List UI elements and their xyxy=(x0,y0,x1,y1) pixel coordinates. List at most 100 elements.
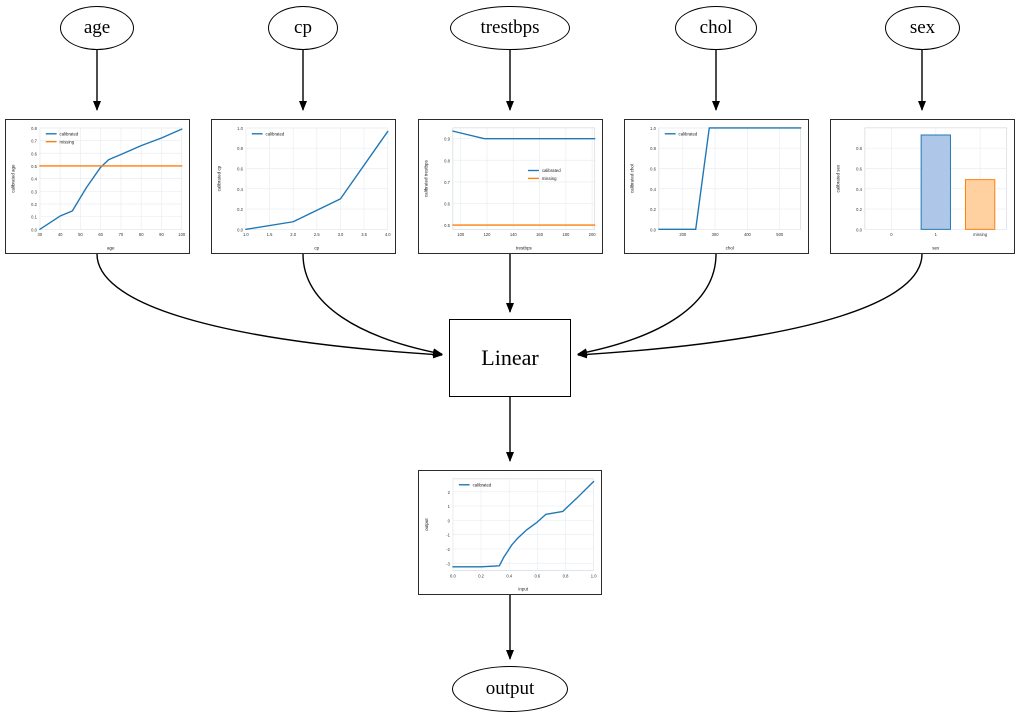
svg-text:0.1: 0.1 xyxy=(31,215,37,220)
svg-text:100: 100 xyxy=(178,232,186,237)
svg-text:calibrated age: calibrated age xyxy=(11,164,16,193)
svg-text:0.2: 0.2 xyxy=(650,207,656,212)
svg-text:0.2: 0.2 xyxy=(237,207,243,212)
svg-text:40: 40 xyxy=(58,232,63,237)
svg-text:1.0: 1.0 xyxy=(650,126,656,131)
svg-text:200: 200 xyxy=(679,232,687,237)
svg-text:0.2: 0.2 xyxy=(478,573,484,578)
svg-text:70: 70 xyxy=(119,232,124,237)
edge-age-chart-to-linear xyxy=(96,253,443,359)
svg-text:3.5: 3.5 xyxy=(361,232,367,237)
svg-text:0.5: 0.5 xyxy=(444,223,450,228)
svg-text:0.0: 0.0 xyxy=(31,227,37,232)
svg-text:0.6: 0.6 xyxy=(444,202,450,207)
svg-text:0.2: 0.2 xyxy=(31,202,37,207)
svg-text:calibrated chol: calibrated chol xyxy=(630,164,635,193)
svg-text:200: 200 xyxy=(589,232,597,237)
svg-text:120: 120 xyxy=(484,232,492,237)
svg-text:0.6: 0.6 xyxy=(237,167,243,172)
svg-text:90: 90 xyxy=(159,232,164,237)
svg-text:2.0: 2.0 xyxy=(290,232,296,237)
svg-text:0.0: 0.0 xyxy=(450,573,456,578)
svg-text:0.9: 0.9 xyxy=(444,137,450,142)
svg-text:2.5: 2.5 xyxy=(314,232,320,237)
svg-text:0.6: 0.6 xyxy=(650,167,656,172)
svg-text:30: 30 xyxy=(38,232,43,237)
svg-text:2: 2 xyxy=(448,490,451,495)
svg-text:age: age xyxy=(107,246,115,251)
svg-text:500: 500 xyxy=(776,232,784,237)
svg-text:0.4: 0.4 xyxy=(856,187,862,192)
svg-text:-3: -3 xyxy=(446,561,450,566)
svg-text:0.6: 0.6 xyxy=(31,151,37,156)
svg-text:0.8: 0.8 xyxy=(444,158,450,163)
svg-text:calibrated trestbps: calibrated trestbps xyxy=(424,159,429,197)
svg-text:0.4: 0.4 xyxy=(237,187,243,192)
svg-text:0: 0 xyxy=(890,232,893,237)
svg-text:0.8: 0.8 xyxy=(237,146,243,151)
svg-text:0.6: 0.6 xyxy=(534,573,540,578)
svg-text:0.0: 0.0 xyxy=(237,227,243,232)
svg-text:0.8: 0.8 xyxy=(563,573,569,578)
svg-text:1.0: 1.0 xyxy=(591,573,597,578)
svg-text:100: 100 xyxy=(457,232,465,237)
svg-text:0: 0 xyxy=(448,518,451,523)
svg-text:1.0: 1.0 xyxy=(243,232,249,237)
svg-text:0.5: 0.5 xyxy=(31,164,37,169)
node-chol[interactable]: chol xyxy=(675,6,757,50)
svg-text:input: input xyxy=(518,587,529,592)
svg-text:chol: chol xyxy=(726,246,734,251)
edge-sex-chart-to-linear xyxy=(577,253,923,359)
node-cp[interactable]: cp xyxy=(268,6,338,50)
node-age[interactable]: age xyxy=(60,6,134,50)
svg-text:0.3: 0.3 xyxy=(31,189,37,194)
node-cp-label: cp xyxy=(294,17,312,38)
svg-text:0.8: 0.8 xyxy=(856,146,862,151)
svg-text:-1: -1 xyxy=(446,533,450,538)
edge-cp-chart-to-linear xyxy=(302,253,443,357)
svg-text:80: 80 xyxy=(139,232,144,237)
node-output[interactable]: output xyxy=(452,666,568,712)
svg-text:400: 400 xyxy=(744,232,752,237)
node-output-label: output xyxy=(485,678,535,699)
svg-text:0.0: 0.0 xyxy=(856,227,862,232)
svg-text:1: 1 xyxy=(935,232,938,237)
node-age-label: age xyxy=(83,17,111,38)
svg-text:0.8: 0.8 xyxy=(650,146,656,151)
svg-text:cp: cp xyxy=(314,246,319,251)
svg-text:0.7: 0.7 xyxy=(444,180,450,185)
svg-text:50: 50 xyxy=(78,232,83,237)
node-linear[interactable]: Linear xyxy=(449,319,571,397)
svg-text:calibrated: calibrated xyxy=(473,482,492,487)
svg-text:0.2: 0.2 xyxy=(856,207,862,212)
node-sex[interactable]: sex xyxy=(885,6,960,50)
svg-text:300: 300 xyxy=(712,232,720,237)
svg-text:calibrated: calibrated xyxy=(266,131,285,136)
svg-text:0.4: 0.4 xyxy=(506,573,512,578)
node-sex-label: sex xyxy=(909,17,936,38)
svg-text:calibrated: calibrated xyxy=(542,168,561,173)
svg-text:140: 140 xyxy=(510,232,518,237)
svg-text:trestbps: trestbps xyxy=(516,246,533,251)
svg-text:1.5: 1.5 xyxy=(267,232,273,237)
svg-text:60: 60 xyxy=(98,232,103,237)
svg-text:calibrated cp: calibrated cp xyxy=(217,165,222,191)
svg-text:missing: missing xyxy=(542,176,557,181)
node-linear-label: Linear xyxy=(481,345,539,370)
svg-text:0.6: 0.6 xyxy=(856,167,862,172)
svg-text:calibrated: calibrated xyxy=(60,131,79,136)
svg-text:3.0: 3.0 xyxy=(338,232,344,237)
svg-text:0.4: 0.4 xyxy=(650,187,656,192)
svg-text:missing: missing xyxy=(973,232,988,237)
svg-text:missing: missing xyxy=(60,139,75,144)
node-trestbps[interactable]: trestbps xyxy=(450,6,570,50)
